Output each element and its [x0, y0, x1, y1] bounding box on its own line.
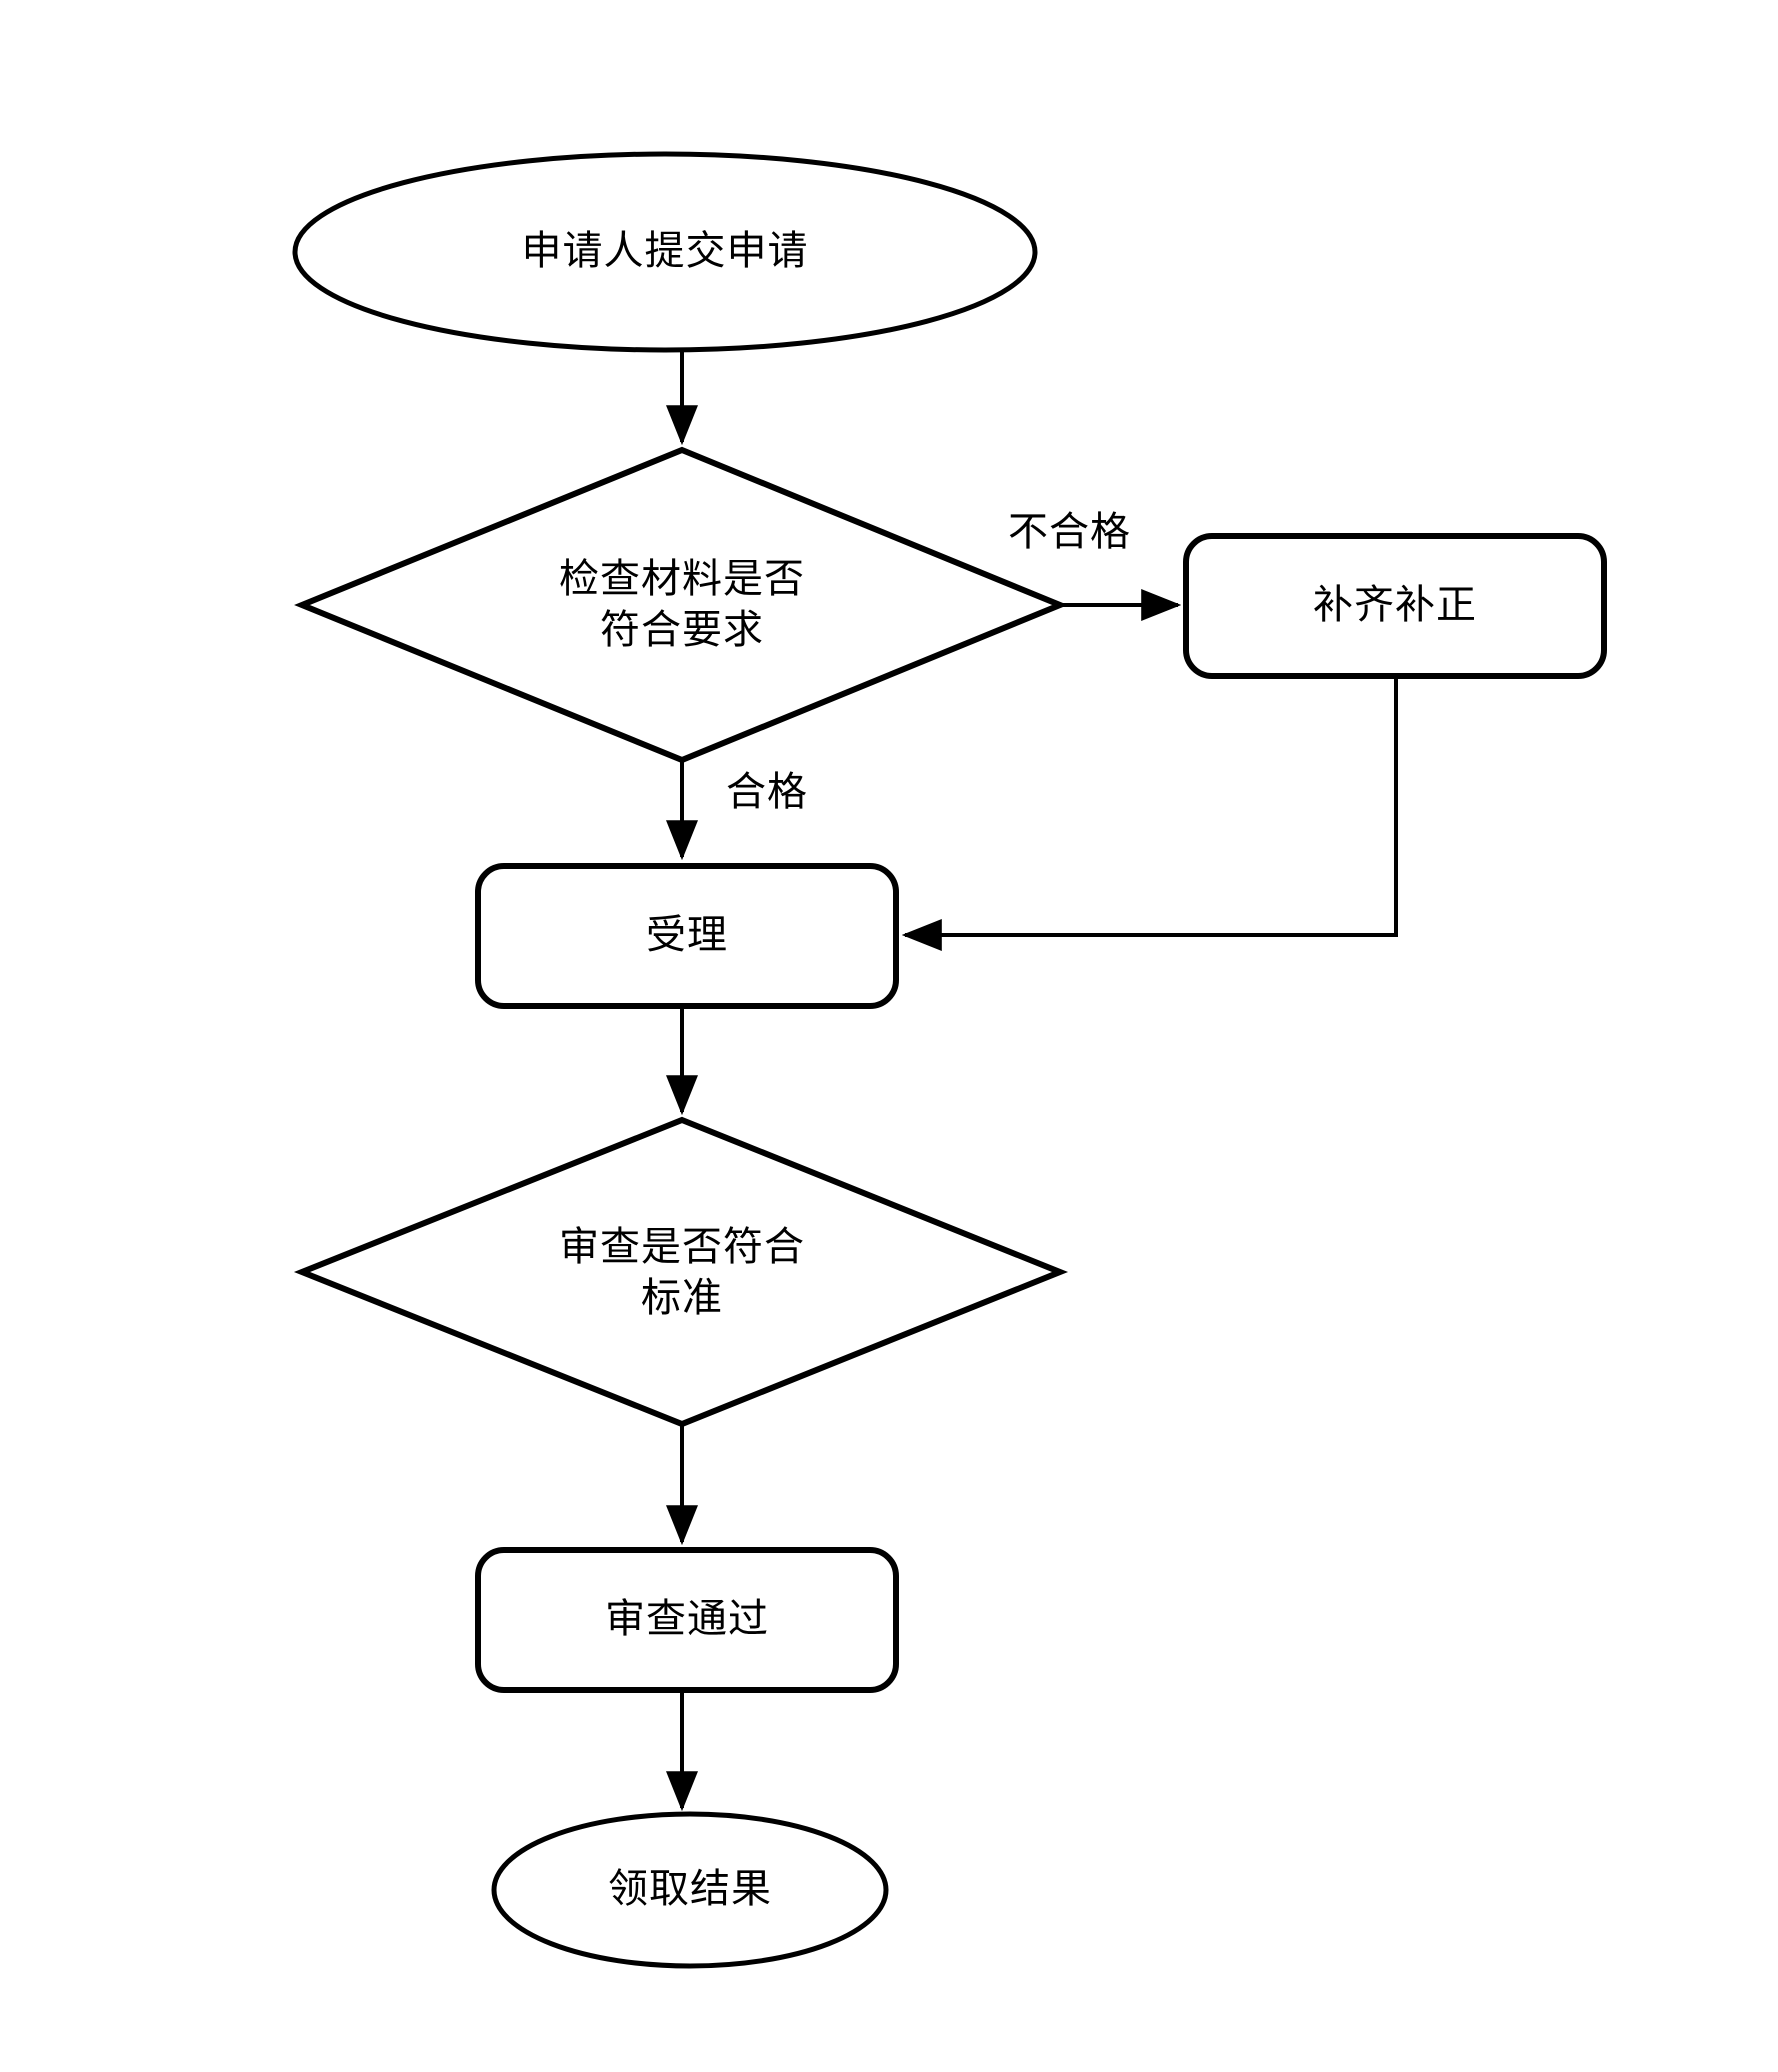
edge-supplement-to-accept — [901, 676, 1398, 951]
node-shape-review-standard[interactable] — [293, 1116, 1069, 1428]
edge-label-qualified: 合格 — [726, 769, 808, 815]
edge-label-not-qualified: 不合格 — [1008, 509, 1131, 555]
node-shape-supplement[interactable] — [1183, 533, 1607, 679]
node-shape-accept[interactable] — [475, 863, 899, 1009]
node-shape-review-passed[interactable] — [475, 1547, 899, 1693]
node-shape-start[interactable] — [292, 151, 1038, 353]
node-shape-collect-result[interactable] — [491, 1811, 889, 1969]
node-shape-check-materials[interactable] — [294, 446, 1068, 764]
